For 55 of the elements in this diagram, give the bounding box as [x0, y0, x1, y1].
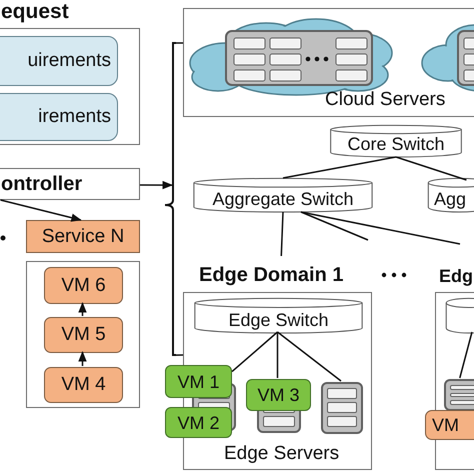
box-label: VM 6 — [61, 274, 106, 296]
vm-box — [44, 267, 123, 304]
requirement-box — [0, 93, 118, 141]
section-heading: Edge Domain 1 — [199, 263, 344, 288]
connector-line — [277, 331, 342, 382]
section-heading: equest — [1, 0, 69, 25]
arrow — [140, 180, 174, 190]
box-label: VM 1 — [177, 370, 220, 392]
vm-box — [425, 410, 474, 440]
box-label: irements — [38, 106, 111, 128]
connector-line — [276, 332, 278, 378]
box-label: VM 5 — [61, 324, 106, 346]
aggregate-switch-cylinder — [193, 178, 373, 212]
aggregate-switch-cylinder — [428, 178, 474, 212]
vm-box — [165, 407, 232, 438]
vm-box — [246, 379, 311, 411]
connector-line — [396, 156, 467, 181]
group-box — [26, 261, 140, 408]
cloud-servers-box — [183, 8, 474, 117]
arrow — [0, 199, 82, 222]
box-label: Edge Switch — [228, 309, 329, 331]
box-label: Cloud Servers — [325, 89, 446, 111]
connector-line — [282, 156, 396, 179]
connector-line — [459, 332, 473, 378]
connector-line — [280, 212, 284, 256]
edge-switch-cylinder — [194, 298, 363, 333]
box-label: uirements — [28, 50, 111, 72]
requirement-box — [0, 36, 118, 86]
box-label: Service N — [42, 226, 124, 248]
section-heading: ontroller — [0, 173, 82, 195]
box-label: Aggregate Switch — [212, 188, 354, 210]
box-label: VM 4 — [61, 374, 106, 396]
server-rack — [321, 382, 363, 434]
connector-line — [300, 211, 368, 241]
box-label: Agg — [433, 188, 466, 210]
arrow — [78, 350, 87, 366]
vm-box — [44, 317, 123, 353]
curly-brace — [164, 41, 176, 357]
box-label: Core Switch — [347, 133, 445, 155]
service-box — [26, 220, 140, 253]
core-switch-cylinder — [330, 125, 462, 157]
connector-line — [176, 42, 183, 44]
connector-line — [300, 211, 460, 245]
section-heading: Edg — [439, 265, 473, 288]
connector-line — [232, 331, 278, 372]
vm-box — [165, 365, 232, 398]
arrow — [78, 302, 87, 316]
server-rack — [444, 379, 474, 411]
vm-box — [44, 367, 123, 403]
box-label: VM 2 — [177, 412, 220, 434]
box-label: VM 3 — [257, 384, 300, 406]
controller-box — [0, 168, 140, 200]
connector-line — [176, 354, 184, 356]
box-label: VM — [431, 414, 459, 436]
box-label: Edge Servers — [224, 443, 340, 465]
